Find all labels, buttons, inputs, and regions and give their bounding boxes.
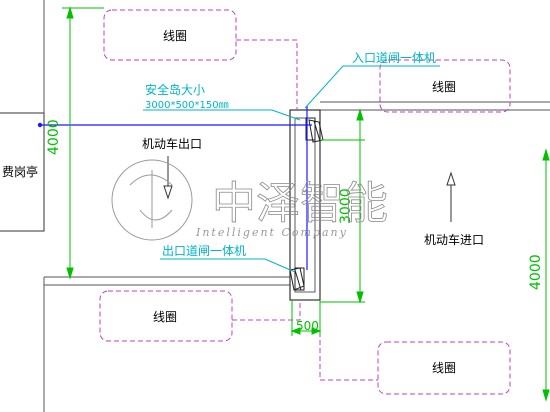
watermark-subtitle: Intelligent Company	[195, 226, 348, 239]
dim-width-arrow-right	[311, 327, 322, 335]
toll-booth: 费岗亭	[0, 112, 45, 232]
toll-booth-label: 费岗亭	[2, 164, 38, 179]
safety-island-inner	[294, 117, 316, 293]
dim-right-arrow-top	[542, 148, 550, 161]
annotations	[143, 65, 440, 273]
road-edges	[43, 0, 550, 412]
exit-gate-arm-base	[289, 267, 305, 291]
exit-gate-machine	[289, 267, 305, 291]
vehicle-exit-direction: 机动车出口	[142, 136, 202, 200]
vehicle-exit-label: 机动车出口	[142, 136, 202, 151]
axis-endpoint	[37, 122, 43, 128]
coil-bottom-left	[99, 290, 233, 342]
watermark-brand: 中泽智能	[212, 178, 388, 229]
island-title-label: 安全岛大小	[145, 82, 205, 97]
dim-width-arrow-left	[290, 327, 301, 335]
coils	[99, 9, 511, 395]
axis-lines	[37, 106, 312, 270]
coil-top-left-lead	[236, 39, 298, 110]
vehicle-entry-direction: 机动车进口	[424, 171, 484, 247]
dim-right-value: 4000	[528, 254, 544, 290]
dim-left-value: 4000	[46, 119, 62, 155]
exit-gate-arm-line	[294, 269, 302, 291]
watermark-logo-icon	[111, 159, 193, 241]
entry-gate-label: 入口道闸一体机	[352, 51, 436, 65]
dim-left-arrow-top	[66, 6, 74, 19]
coil-bottom-right	[377, 341, 511, 395]
coil-bottom-left-label: 线圈	[153, 310, 177, 324]
dim-island-length-value: 3000	[338, 188, 354, 224]
dimensions	[62, 6, 550, 402]
coil-bottom-right-lead	[319, 300, 378, 381]
exit-gate-label: 出口道闸一体机	[162, 244, 246, 258]
dim-island-width-value: 500	[296, 319, 319, 333]
coil-bottom-left-lead	[232, 300, 301, 321]
dim-left-arrow-bottom	[66, 267, 74, 280]
coil-top-right-label: 线圈	[432, 80, 456, 94]
coil-top-left	[103, 9, 237, 61]
vehicle-entry-arrow-head	[446, 171, 456, 186]
island-size-label: 3000*500*150㎜	[145, 100, 229, 111]
watermark: 中泽智能 Intelligent Company	[111, 159, 388, 241]
coil-bottom-right-label: 线圈	[432, 361, 456, 375]
entry-gate-leader	[304, 65, 440, 109]
dim-island-arrow-bottom	[356, 291, 364, 304]
watermark-logo-mark-icon	[129, 170, 173, 228]
vehicle-exit-arrow-head	[163, 185, 173, 200]
entry-gate-arm-line	[313, 120, 321, 142]
toll-booth-box	[0, 112, 45, 232]
exit-gate-leader	[160, 258, 296, 273]
island-leader	[143, 109, 301, 121]
dim-right-arrow-bottom	[542, 389, 550, 402]
vehicle-entry-label: 机动车进口	[424, 232, 484, 247]
dim-island-arrow-top	[356, 108, 364, 121]
coil-top-left-label: 线圈	[163, 29, 187, 43]
coil-top-right	[379, 59, 511, 113]
